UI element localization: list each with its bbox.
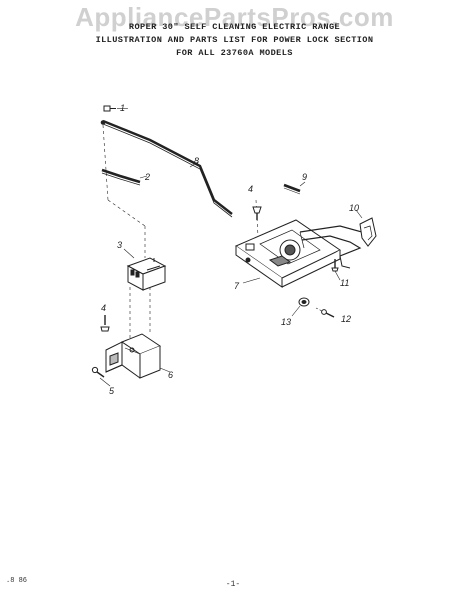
callout-2: 2 <box>144 172 150 182</box>
header-line-2: ILLUSTRATION AND PARTS LIST FOR POWER LO… <box>95 35 374 45</box>
part-5-screw[interactable] <box>91 366 105 378</box>
part-4-screw-left[interactable] <box>100 315 110 332</box>
part-4-screw-right[interactable] <box>252 206 262 220</box>
callout-4-right: 4 <box>248 184 253 194</box>
callout-13: 13 <box>281 317 291 327</box>
part-2-rod[interactable] <box>101 168 141 186</box>
callout-10: 10 <box>349 203 359 213</box>
callout-11: 11 <box>340 278 349 288</box>
diagram-header: ROPER 30" SELF CLEANING ELECTRIC RANGE I… <box>0 21 469 60</box>
callout-3: 3 <box>117 240 122 250</box>
header-line-1: ROPER 30" SELF CLEANING ELECTRIC RANGE <box>128 22 341 32</box>
callout-12: 12 <box>341 314 351 324</box>
callout-6: 6 <box>168 370 173 380</box>
callout-9: 9 <box>302 172 307 182</box>
part-10-latch-hook[interactable] <box>359 217 377 247</box>
part-12-screw[interactable] <box>321 309 335 318</box>
callout-7: 7 <box>234 281 240 291</box>
callout-1: 1 <box>120 103 125 113</box>
part-1-screw[interactable] <box>103 105 116 112</box>
part-8-rod[interactable] <box>100 119 233 218</box>
header-line-3: FOR ALL 23760A MODELS <box>176 48 293 58</box>
callout-5: 5 <box>109 386 115 396</box>
part-3-switch[interactable] <box>126 257 167 291</box>
part-7-lock-plate[interactable] <box>234 219 341 288</box>
part-13-washer[interactable] <box>298 297 310 307</box>
callout-8: 8 <box>194 156 199 166</box>
part-6-bracket[interactable] <box>105 333 162 379</box>
footer-code: .8 86 <box>6 577 28 585</box>
part-11-screw[interactable] <box>331 259 339 272</box>
callout-4-left: 4 <box>101 303 106 313</box>
watermark-logo: AppliancePartsPros.com <box>75 2 394 32</box>
part-9-pin[interactable] <box>283 183 301 195</box>
page-number: -1- <box>225 580 241 589</box>
